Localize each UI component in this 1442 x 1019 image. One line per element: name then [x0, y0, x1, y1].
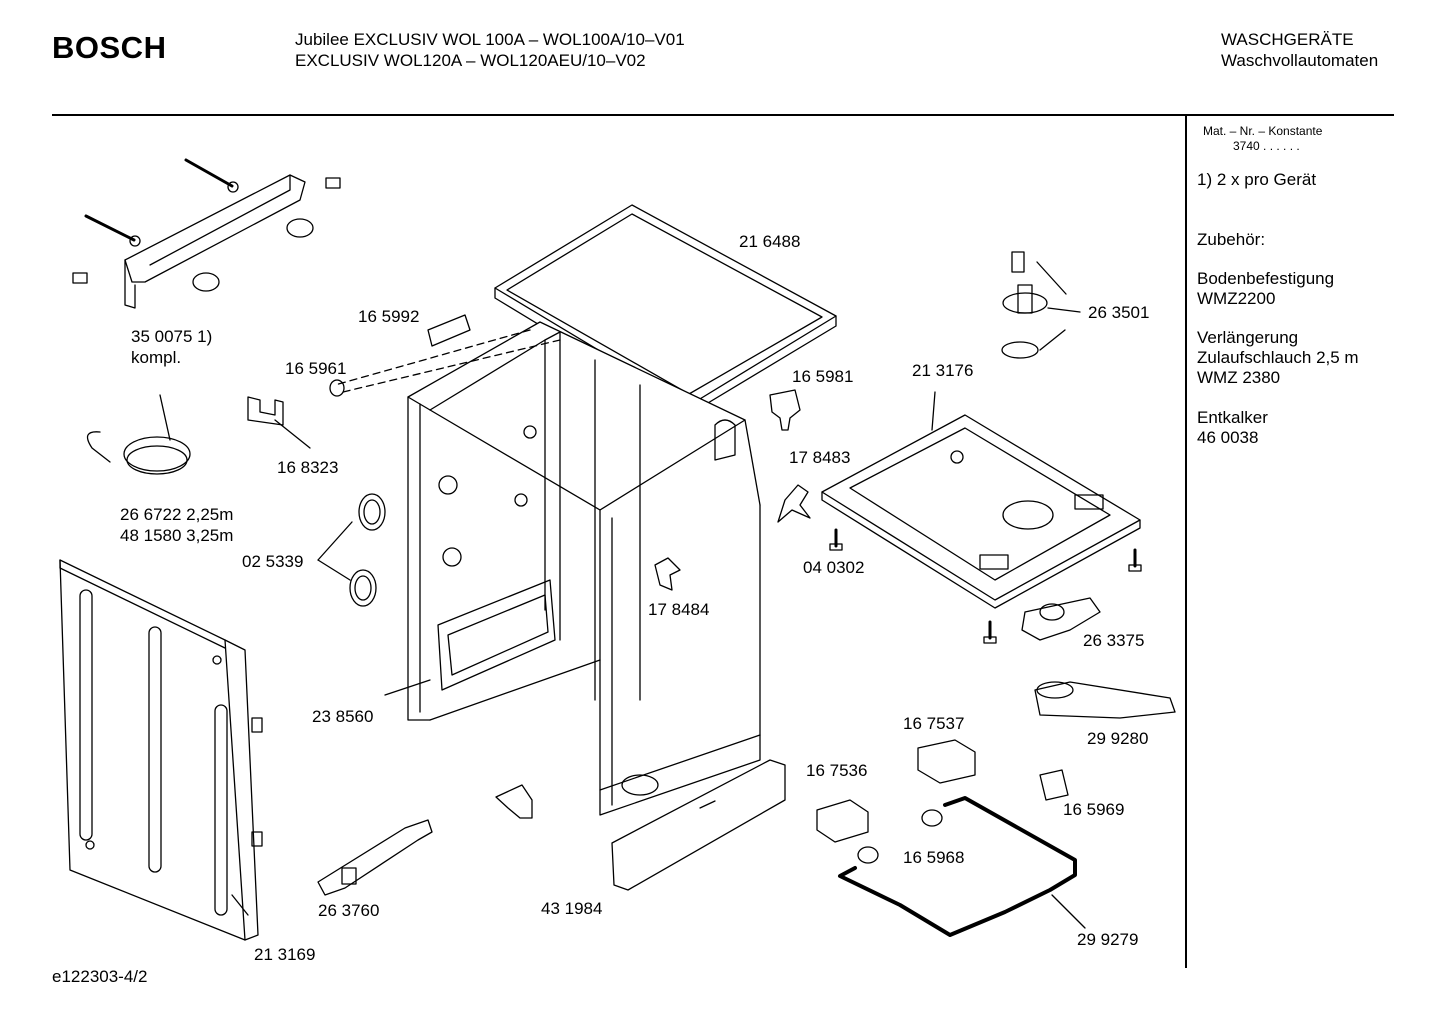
part-label: 26 6722 2,25m: [120, 505, 234, 524]
accessory-number: WMZ 2380: [1197, 368, 1281, 387]
part-label: 16 7536: [806, 761, 868, 780]
part-label-2: kompl.: [131, 348, 182, 367]
part-label: 17 8484: [648, 600, 710, 619]
part-label: 21 3176: [912, 361, 974, 380]
drain-hose-connector-part: [1034, 681, 1176, 719]
hinge-part: [654, 557, 681, 591]
part-label: 16 8323: [277, 458, 339, 477]
part-label: 16 5981: [792, 367, 854, 386]
category-line-1: WASCHGERÄTE: [1221, 30, 1354, 49]
brand-logo: BOSCH: [52, 30, 167, 65]
bracket-part: [495, 784, 533, 819]
accessory-name: Entkalker: [1197, 408, 1268, 427]
leader-line: [231, 679, 431, 916]
document-code: e122303-4/2: [52, 967, 148, 986]
part-label: 23 8560: [312, 707, 374, 726]
leader-line: [274, 419, 311, 449]
accessory-number: WMZ2200: [1197, 289, 1276, 308]
leader-line: [1051, 894, 1086, 929]
cabinet-body-part: [334, 321, 761, 816]
part-label: 43 1984: [541, 899, 603, 918]
accessory-name: Verlängerung: [1197, 328, 1299, 347]
part-label: 26 3760: [318, 901, 380, 920]
model-title-line-2: EXCLUSIV WOL120A – WOL120AEU/10–V02: [295, 51, 646, 70]
category-line-2: Waschvollautomaten: [1221, 51, 1379, 70]
cap-part: [921, 809, 943, 827]
part-label: 21 6488: [739, 232, 801, 251]
transport-bracket-part: [72, 158, 341, 309]
grommet-part: [329, 379, 345, 397]
part-label: 29 9280: [1087, 729, 1149, 748]
bolt-part: [829, 528, 1142, 644]
foot-part: [1001, 251, 1081, 359]
part-label: 16 5992: [358, 307, 420, 326]
accessory-number: 46 0038: [1197, 428, 1259, 447]
wire-part: [838, 796, 1077, 937]
hinge-part: [777, 484, 811, 523]
part-label: 29 9279: [1077, 930, 1139, 949]
part-label: 26 3501: [1088, 303, 1150, 322]
part-label: 26 3375: [1083, 631, 1145, 650]
part-label: 16 5969: [1063, 800, 1125, 819]
part-label: 16 7537: [903, 714, 965, 733]
sidebar-note: 1) 2 x pro Gerät: [1197, 170, 1317, 189]
clip-part: [769, 389, 801, 431]
accessories-heading: Zubehör:: [1197, 230, 1266, 249]
side-panel-part: [59, 559, 263, 941]
part-label: 21 3169: [254, 945, 316, 964]
part-label: 02 5339: [242, 552, 304, 571]
part-label: 35 0075 1): [131, 327, 213, 346]
header-divider: [52, 114, 1394, 116]
part-label: 17 8483: [789, 448, 851, 467]
supply-cable-part: [86, 394, 191, 475]
model-title-line-1: Jubilee EXCLUSIV WOL 100A – WOL100A/10–V…: [295, 30, 685, 49]
accessory-name-2: Zulaufschlauch 2,5 m: [1197, 348, 1359, 367]
door-seal-part: [317, 493, 386, 607]
clip-part: [247, 396, 284, 426]
cap-part: [857, 846, 879, 864]
part-label-2: 48 1580 3,25m: [120, 526, 234, 545]
relay-part: [816, 739, 976, 843]
base-frame-part: [821, 391, 1141, 609]
part-label: 16 5968: [903, 848, 965, 867]
accessory-name: Bodenbefestigung: [1197, 269, 1335, 288]
plinth-part: [611, 759, 786, 891]
sidebar-divider: [1185, 116, 1187, 968]
mat-nr-value: 3740 . . . . . .: [1233, 139, 1300, 153]
part-label: 16 5961: [285, 359, 347, 378]
part-label: 04 0302: [803, 558, 865, 577]
valve-part: [1021, 597, 1101, 641]
mat-nr-label: Mat. – Nr. – Konstante: [1203, 124, 1323, 138]
sensor-part: [1039, 769, 1069, 801]
wrench-part: [317, 819, 433, 896]
exploded-parts-diagram: [59, 158, 1176, 941]
cover-part: [427, 314, 471, 347]
